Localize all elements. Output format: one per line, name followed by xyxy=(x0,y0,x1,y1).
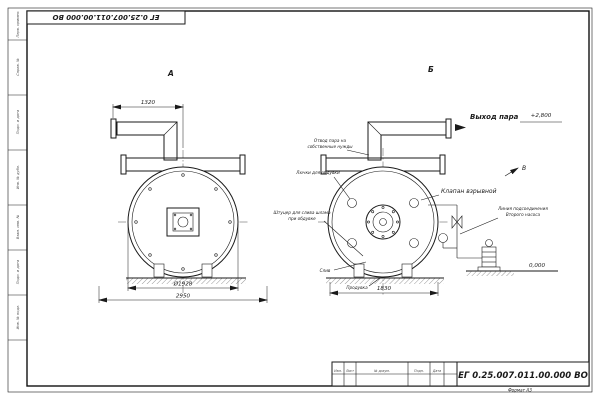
stamp-label: Перв. примен. xyxy=(16,11,20,38)
handholes xyxy=(347,198,419,248)
label-sludge: Штуцер для слива шлама xyxy=(273,210,331,215)
manhole xyxy=(365,204,401,240)
valve-pipework: 0,000 xyxy=(428,204,558,276)
stamp-label: Справ. № xyxy=(16,58,20,76)
steam-outlet-pipe xyxy=(367,121,447,161)
view-a-label: А xyxy=(167,69,174,78)
view-b: Б Выход пара +2,800 xyxy=(318,65,562,296)
title-block: Изм. Лист № докум. Подп. Дата ЕГ 0.25.00… xyxy=(331,361,590,393)
label-explosion-valve: Клапан взрывной xyxy=(441,188,497,195)
dim-diameter: Ø1928 xyxy=(127,224,239,291)
view-v-label: В xyxy=(522,165,526,172)
dim-1320: 1320 xyxy=(112,100,184,148)
dim-base: 1830 xyxy=(329,282,439,296)
inverted-docnum-box: ЕГ 0.25.007.011.00.000 ВО xyxy=(26,10,186,25)
support-leg-b xyxy=(353,263,365,278)
label-pump-line: Линия подсоединения xyxy=(497,206,548,211)
dim-text-1320: 1320 xyxy=(141,100,156,106)
label-steam-out: Выход пара xyxy=(470,113,519,121)
dim-overall: 2950 xyxy=(98,286,268,303)
view-b-label: Б xyxy=(428,65,434,74)
pressure-gauge xyxy=(438,233,448,243)
view-a: А xyxy=(98,69,268,303)
shell-bolts xyxy=(134,173,232,271)
ground-hatch xyxy=(126,278,246,284)
label-pump-line: Второго насоса xyxy=(506,212,541,217)
stamp-label: Инв. № подл. xyxy=(16,305,20,330)
pipe-flange-a xyxy=(110,118,117,139)
stamp-label: Взам. инв. № xyxy=(16,215,20,240)
label-own-needs: собственные нужды xyxy=(307,144,353,149)
stamp-label: Подп. и дата xyxy=(16,110,20,134)
doc-number: ЕГ 0.25.007.011.00.000 ВО xyxy=(458,371,588,381)
titleblock-col: Дата xyxy=(432,369,441,373)
label-drain: Слив xyxy=(320,268,331,273)
ground-hatch-b xyxy=(326,278,444,284)
stamp-column xyxy=(8,39,27,341)
steam-pipe-a xyxy=(116,121,178,161)
valve-symbol xyxy=(451,215,458,229)
label-level-top: +2,800 xyxy=(531,113,552,119)
support-leg xyxy=(201,263,213,278)
doc-number-inverted: ЕГ 0.25.007.011.00.000 ВО xyxy=(53,13,160,21)
support-leg-b xyxy=(401,263,413,278)
titleblock-col: № докум. xyxy=(373,369,390,373)
titleblock-col: Лист xyxy=(345,369,354,373)
label-own-needs: Отвод пара на xyxy=(314,138,347,143)
stamp-label: Инв. № дубл. xyxy=(16,165,20,190)
sheet-frame: Перв. примен. Справ. № Подп. и дата Инв.… xyxy=(7,7,593,393)
format-label: Формат А3 xyxy=(508,388,532,393)
burner xyxy=(166,207,200,237)
view-v-arrow: В xyxy=(504,165,526,177)
outlet-flange xyxy=(445,118,452,139)
label-blowdown: Продувка xyxy=(346,285,368,290)
pump xyxy=(477,239,501,272)
dim-text-base: 1830 xyxy=(377,286,392,292)
label-sludge: при обдувке xyxy=(288,216,316,221)
label-level-zero: 0,000 xyxy=(529,263,545,269)
titleblock-col: Изм. xyxy=(334,369,342,373)
steam-direction-arrow xyxy=(455,124,466,131)
dim-text-overall: 2950 xyxy=(176,294,191,300)
dim-text-diameter: Ø1928 xyxy=(173,281,193,288)
stamp-label: Подп. и дата xyxy=(16,260,20,284)
annotations: Отвод пара на собственные нужды Лючки дл… xyxy=(273,138,548,290)
support-leg xyxy=(153,263,165,278)
label-hatches: Лючки для обдувки xyxy=(295,170,340,175)
titleblock-col: Подп. xyxy=(414,369,424,373)
